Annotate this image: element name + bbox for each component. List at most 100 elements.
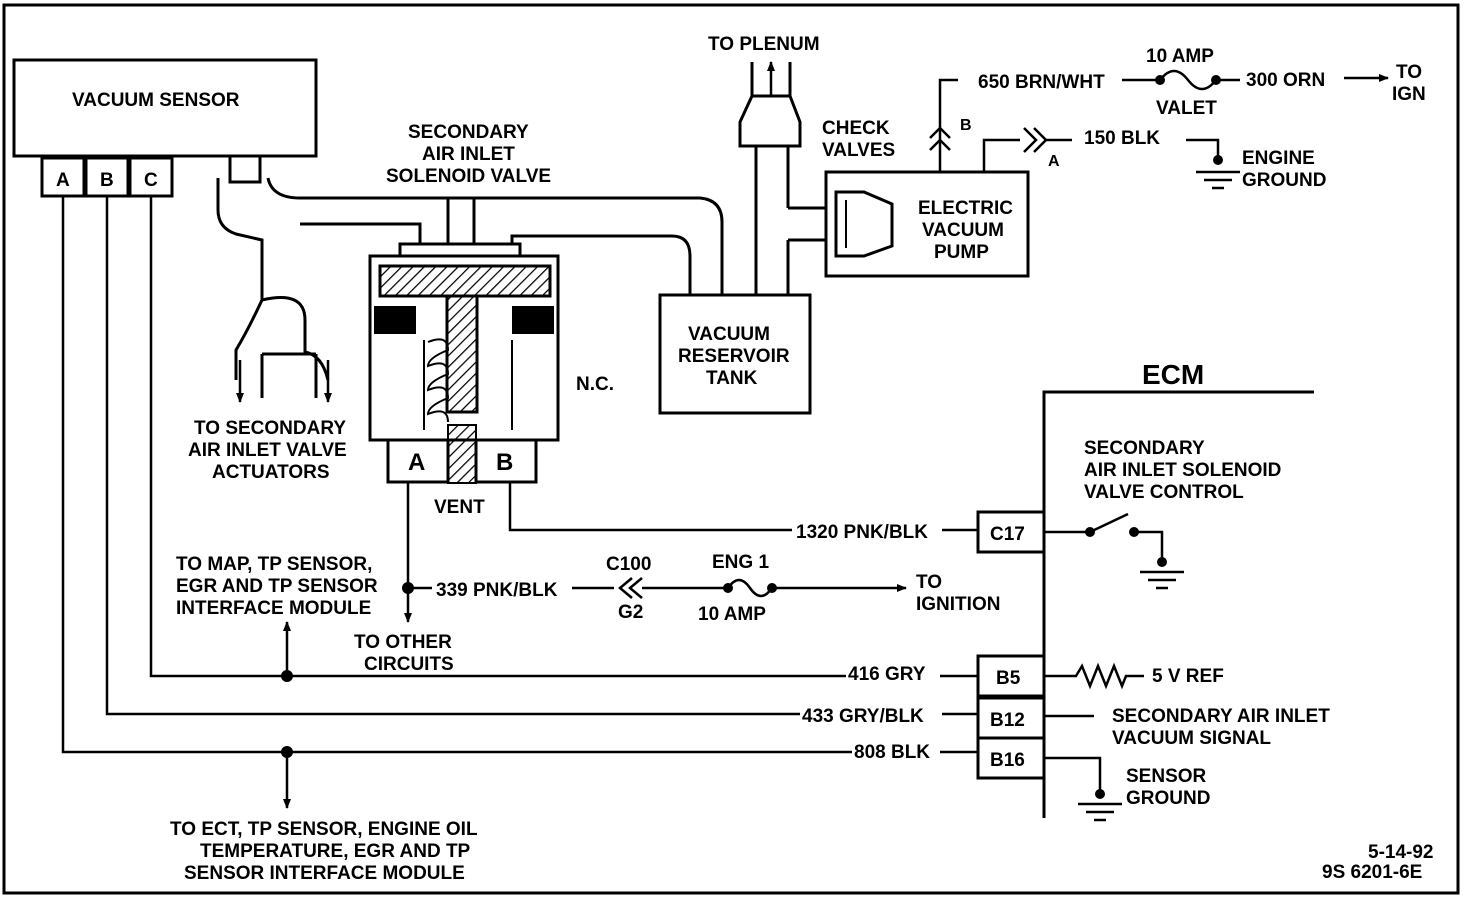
wire-150-label: 150 BLK [1084,128,1160,149]
solenoid-pin-b-box [474,438,538,484]
vacuum-sensor-title: VACUUM SENSOR [72,90,240,111]
fuse-valet-rating: 10 AMP [1146,46,1214,67]
wire-pin-b [105,196,978,716]
engine-ground-label-2: GROUND [1242,170,1326,191]
map-label-1: TO MAP, TP SENSOR, [176,554,372,575]
ecm-sensor-ground-wire [1044,756,1102,794]
ecm-5v-ref-resistor [1044,662,1144,690]
vacuum-sensor: VACUUM SENSOR A B C [12,58,318,198]
fuse-eng1-rating: 10 AMP [698,604,766,625]
ecm-sensor-ground-label-2: GROUND [1126,788,1210,809]
map-label-3: INTERFACE MODULE [176,598,371,619]
plenum-fitting [738,94,802,148]
solenoid-title-3: SOLENOID VALVE [386,166,551,187]
wire-150-to-ground [1186,138,1220,160]
wire-b5-label: 416 GRY [848,664,926,685]
wire-650-label: 650 BRN/WHT [978,72,1105,93]
solenoid-title-1: SECONDARY [408,122,529,143]
wire-c17-label-bg [792,518,942,542]
solenoid-pin-b: B [496,449,513,476]
reservoir-label-3: TANK [706,368,758,389]
ecm-sensor-ground-label-1: SENSOR [1126,766,1207,787]
wire-pump-a [982,138,1020,172]
diagram-frame [2,3,1460,895]
vacuum-sensor-body [12,58,318,158]
actuators-label-3: ACTUATORS [212,462,330,483]
solenoid-vent [447,424,477,484]
ecm-sensor-ground-symbol [1078,802,1122,822]
plenum-pipe [754,146,790,295]
pump-label-3: PUMP [934,242,989,263]
reservoir-label-1: VACUUM [688,324,770,345]
hose-sensor-right [266,177,724,295]
ground-g2-label: G2 [618,602,643,623]
ect-label-3: SENSOR INTERFACE MODULE [184,863,465,884]
wire-ign-feed-label-bg [432,576,572,600]
wire-c17-label: 1320 PNK/BLK [796,522,928,543]
fuse-valet [1159,69,1217,91]
connector-c100 [618,577,643,599]
hose-sensor-inner [261,296,330,381]
ecm-switch-blade [1089,512,1129,534]
solenoid-coil [426,338,450,423]
ecm-title: ECM [1142,359,1204,390]
to-ignition-line-2: IGNITION [916,594,1000,615]
ect-label-2: TEMPERATURE, EGR AND TP [200,841,471,862]
ecm-control-label-2: AIR INLET SOLENOID [1084,460,1281,481]
actuators-label-2: AIR INLET VALVE [188,440,347,461]
connector-a-label: A [1048,153,1060,170]
solenoid-vent-label: VENT [434,497,485,518]
vacuum-reservoir-tank [658,293,812,415]
connector-c100-label: C100 [606,554,651,575]
ecm-pin-b12-box [976,696,1046,740]
fuse-eng1 [726,578,774,598]
to-ign-line-1: TO [1396,62,1422,83]
ecm-5v-ref-label: 5 V REF [1152,666,1224,687]
vacuum-sensor-pin-a: A [56,170,70,191]
connector-b [929,126,951,151]
fuse-valet-name: VALET [1156,98,1217,119]
ecm-pin-c17: C17 [990,524,1025,545]
ecm-switch-ground-terminal [1157,557,1167,567]
wire-pump-b [938,78,958,172]
engine-ground-label-1: ENGINE [1242,148,1315,169]
actuators-label-1: TO SECONDARY [194,418,346,439]
solenoid-pin-a-box [386,438,450,484]
connector-a [1023,127,1048,153]
plenum-neck [750,62,792,96]
connector-b-label: B [960,117,972,134]
map-label-2: EGR AND TP SENSOR [176,576,378,597]
wire-b16-label: 808 BLK [854,742,930,763]
other-circuits-label-2: CIRCUITS [364,654,454,675]
engine-ground-symbol [1196,170,1240,190]
reservoir-label-2: RESERVOIR [678,346,790,367]
ecm-pin-c17-box [976,510,1046,554]
vacuum-sensor-port [228,154,262,184]
engine-ground-terminal [1213,155,1223,165]
vacuum-sensor-pin-b-box [84,156,130,198]
solenoid-plunger [445,294,479,414]
hose-solenoid-to-reservoir [510,234,692,295]
wire-ign-feed-label: 339 PNK/BLK [436,580,558,601]
solenoid-magnet-left [374,306,416,334]
pump-check-valve [834,190,894,258]
electric-vacuum-pump: CHECK VALVES ELECTRIC VACUUM PUMP [822,118,1030,278]
solenoid-state: N.C. [576,374,614,395]
check-valves-label-2: VALVES [822,140,895,161]
ecm-control-label-3: VALVE CONTROL [1084,482,1244,503]
ecm-control-label-1: SECONDARY [1084,438,1205,459]
ecm-switch-ground-symbol [1140,570,1184,590]
vacuum-sensor-pin-c: C [144,170,158,191]
ecm-pin-b5: B5 [996,668,1021,689]
plenum-connection: TO PLENUM [708,34,820,295]
wire-b16-label-bg [852,740,940,764]
ecm-pin-b5-box [976,654,1046,698]
solenoid-pin-a: A [408,449,425,476]
solenoid-magnet-right [512,306,554,334]
vacuum-hoses [216,177,724,403]
pump-label-1: ELECTRIC [918,198,1013,219]
ect-label-1: TO ECT, TP SENSOR, ENGINE OIL [170,819,478,840]
footer-date: 5-14-92 [1368,842,1434,863]
vacuum-sensor-pin-c-box [128,156,174,198]
